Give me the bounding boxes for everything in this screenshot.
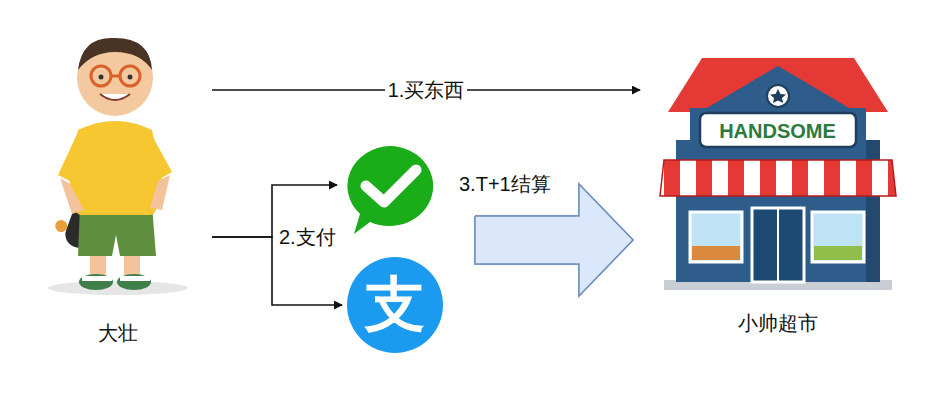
person-name: 大壮 [35,320,200,346]
store-building [660,58,896,290]
wechat-shape [340,140,440,240]
person-figure [48,38,188,295]
alipay-icon: 支 [345,255,445,355]
store-sign: HANDSOME [655,115,900,147]
wechat-pay-icon [340,140,440,240]
store-name: 小帅超市 [655,310,900,336]
bubble [347,146,433,234]
check-mark [366,170,416,202]
settlement-arrow [475,184,633,296]
edge-label: 3.T+1结算 [456,171,554,197]
alipay-glyph: 支 [345,255,445,355]
store-node: HANDSOME 小帅超市 [655,55,900,340]
edge-label: 1.买东西 [385,77,468,103]
settlement-arrow [475,184,633,296]
person-node: 大壮 [35,30,200,350]
edge-label: 2.支付 [276,224,339,250]
